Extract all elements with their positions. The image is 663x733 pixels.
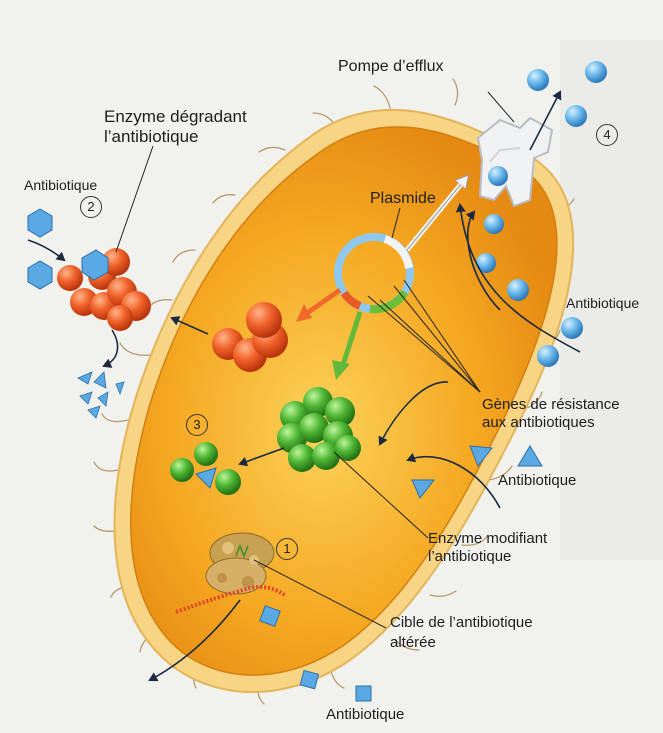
- label-efflux-pump: Pompe d’efflux: [338, 58, 444, 76]
- label-antibiotic-right: Antibiotique: [566, 294, 639, 312]
- marker-3: 3: [186, 414, 208, 436]
- marker-1: 1: [276, 538, 298, 560]
- label-degrading-enzyme-2: l’antibiotique: [104, 128, 199, 146]
- label-resistance-genes-1: Gènes de résistance: [482, 396, 620, 414]
- label-resistance-genes-2: aux antibiotiques: [482, 414, 595, 432]
- label-altered-target-2: altérée: [390, 634, 436, 652]
- label-antibiotic-bottom: Antibiotique: [326, 706, 404, 724]
- marker-4: 4: [596, 124, 618, 146]
- label-antibiotic-top-left: Antibiotique: [24, 176, 97, 194]
- label-modifying-enzyme-1: Enzyme modifiant: [428, 530, 547, 548]
- marker-2: 2: [80, 196, 102, 218]
- label-plasmid: Plasmide: [370, 190, 436, 208]
- label-degrading-enzyme-1: Enzyme dégradant: [104, 108, 247, 126]
- label-modifying-enzyme-2: l’antibiotique: [428, 548, 511, 566]
- label-altered-target-1: Cible de l’antibiotique: [390, 614, 533, 632]
- label-antibiotic-mid-right: Antibiotique: [498, 472, 576, 490]
